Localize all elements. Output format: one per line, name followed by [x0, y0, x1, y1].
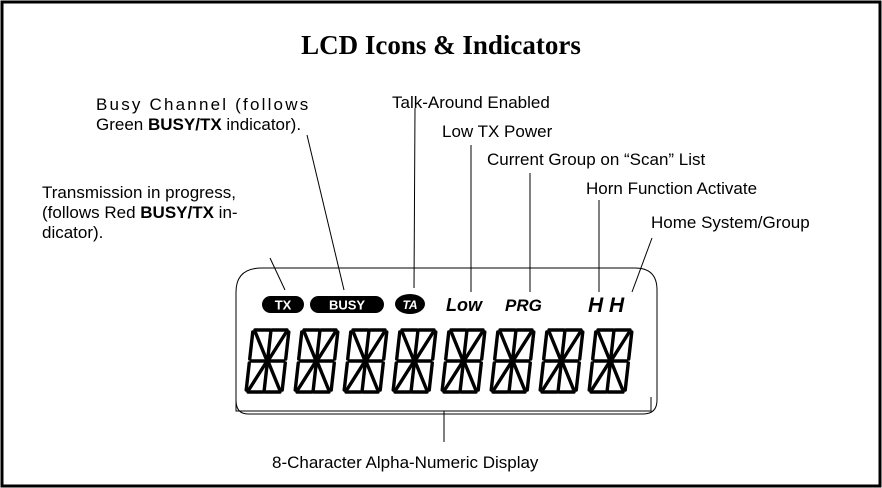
label-talk-around: Talk-Around Enabled — [392, 93, 550, 112]
segment-character — [587, 328, 634, 394]
label-low-power: Low TX Power — [442, 122, 553, 141]
label-current-group: Current Group on “Scan” List — [487, 150, 706, 169]
segment-character — [342, 328, 389, 394]
prg-icon: PRG — [505, 296, 542, 315]
leader-ta — [413, 107, 416, 289]
talk-around-icon: TA — [395, 294, 425, 314]
segment-display — [244, 328, 634, 394]
lcd-bezel — [235, 267, 658, 415]
low-power-icon: Low — [446, 295, 483, 315]
svg-text:TA: TA — [402, 298, 417, 312]
svg-text:BUSY: BUSY — [329, 298, 365, 313]
svg-text:TX: TX — [275, 298, 292, 313]
busy-icon: BUSY — [310, 296, 384, 313]
segment-character — [293, 328, 340, 394]
label-busy-channel: Busy Channel (follows Green BUSY/TX indi… — [96, 95, 311, 134]
horn-home-icon: H H — [588, 294, 625, 317]
segment-character — [391, 328, 438, 394]
segment-character — [244, 328, 291, 394]
segment-character — [489, 328, 536, 394]
leader-busy — [306, 134, 345, 291]
label-home-system: Home System/Group — [651, 213, 810, 232]
label-display: 8-Character Alpha-Numeric Display — [272, 453, 539, 472]
label-transmission: Transmission in progress, (follows Red B… — [42, 183, 238, 242]
leader-tx — [269, 257, 286, 291]
label-horn: Horn Function Activate — [586, 179, 758, 198]
leader-home — [631, 237, 653, 293]
tx-icon: TX — [262, 296, 304, 313]
display-bracket — [235, 397, 652, 412]
page-title: LCD Icons & Indicators — [301, 30, 581, 60]
segment-character — [440, 328, 487, 394]
segment-character — [538, 328, 585, 394]
